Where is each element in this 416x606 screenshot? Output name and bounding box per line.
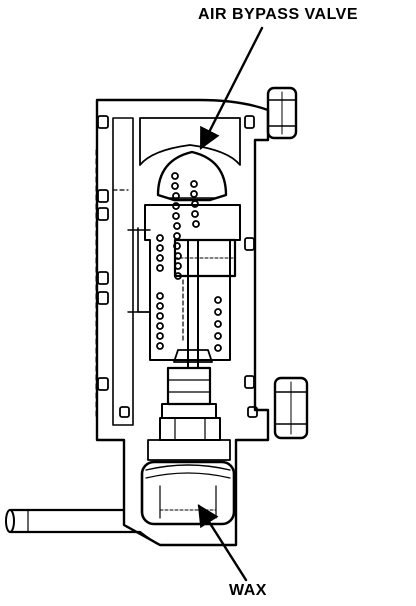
spring-coil-outer-left	[156, 234, 164, 350]
central-sleeve	[127, 204, 241, 361]
thermo-element-upper	[161, 366, 217, 419]
spring-coil-left	[171, 172, 182, 280]
thermo-element-base	[147, 417, 231, 461]
air-bypass-valve-label: AIR BYPASS VALVE	[198, 6, 359, 23]
air-bypass-leader-arrow	[199, 26, 264, 150]
spring-coil-right	[190, 180, 200, 228]
wax-label: WAX	[229, 582, 267, 599]
valve-housing	[95, 98, 270, 547]
left-o-rings	[97, 115, 109, 391]
central-shaft	[173, 239, 213, 369]
wax-pellet	[140, 460, 236, 526]
lower-right-fitting	[273, 376, 309, 440]
inlet-pipe	[5, 508, 162, 547]
spring-coil-outer-right	[214, 296, 222, 352]
wax-leader-arrow	[197, 504, 248, 582]
right-o-rings	[119, 115, 258, 418]
upper-right-fitting	[266, 86, 298, 140]
